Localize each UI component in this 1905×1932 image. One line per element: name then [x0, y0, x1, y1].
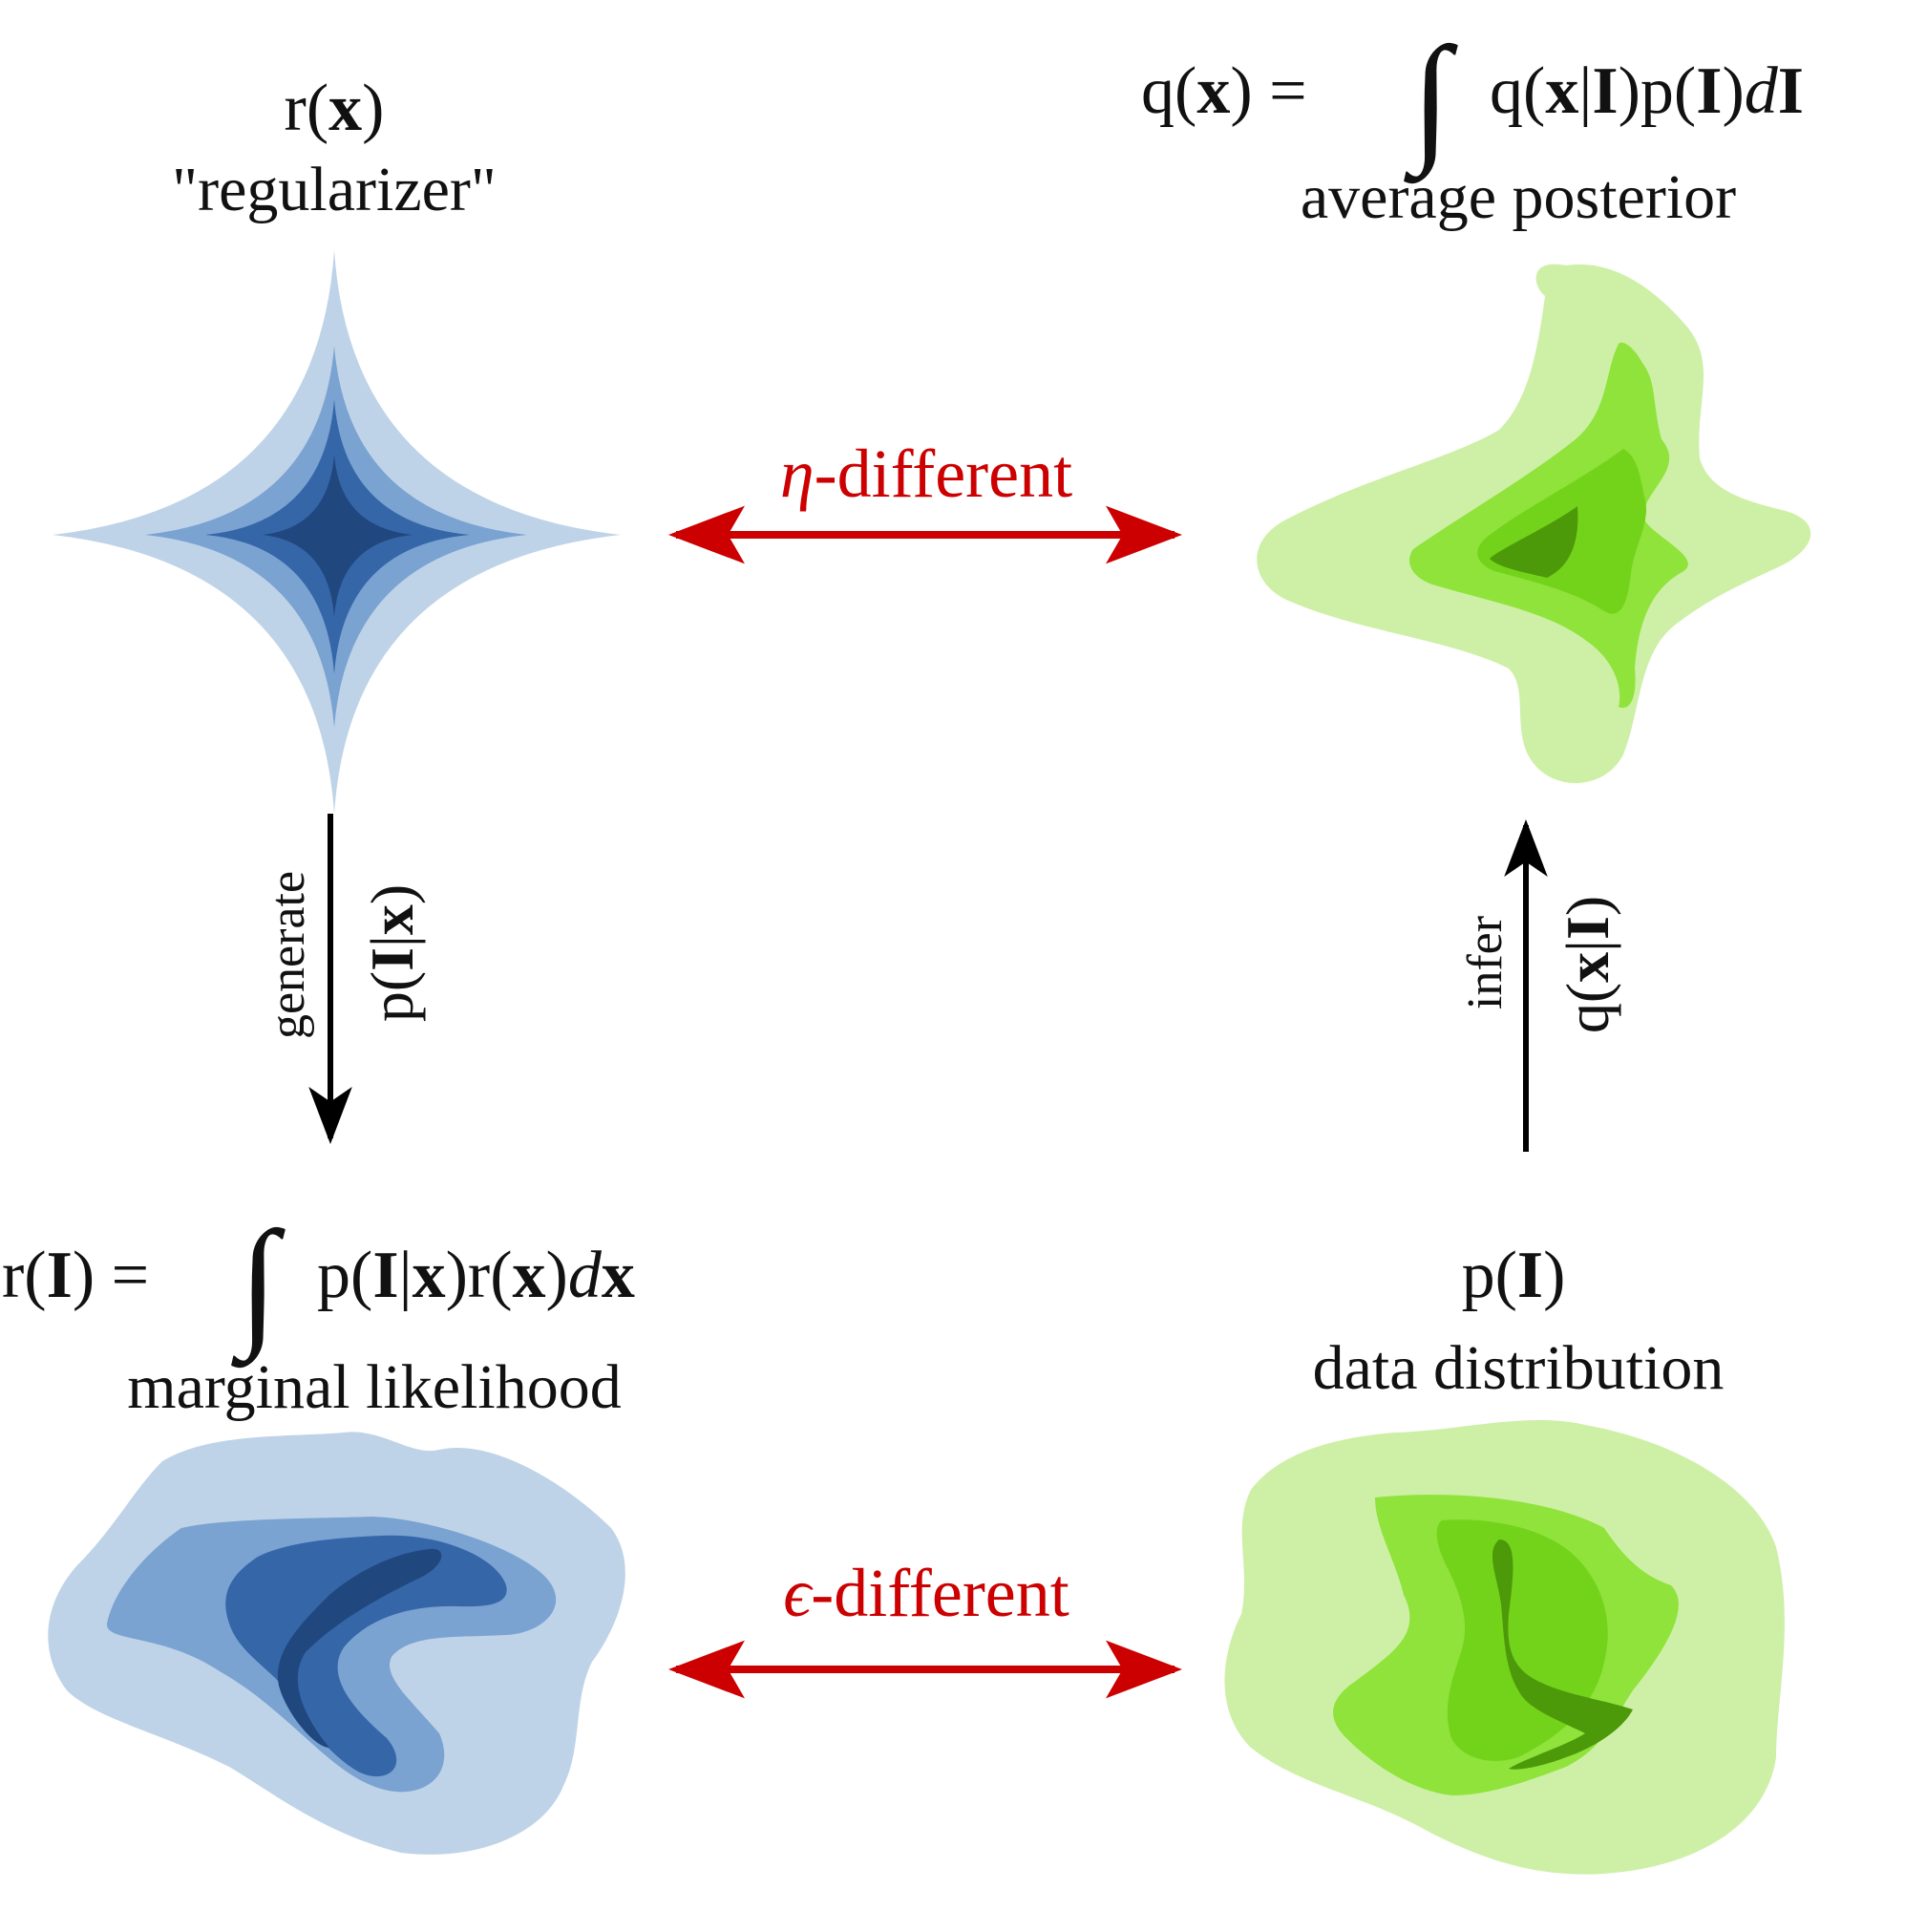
eta-different-label: η-different	[780, 435, 1072, 512]
formula-part: I	[1592, 54, 1618, 128]
formula-part: |	[1578, 54, 1592, 128]
formula-part: q(	[1490, 54, 1545, 128]
marginal-likelihood-contour-3	[225, 1535, 507, 1777]
formula-part: x	[602, 1239, 635, 1312]
data-distribution-contour-inner	[1492, 1539, 1633, 1770]
formula-part: )	[1722, 54, 1744, 128]
average-posterior-contour-inner	[1490, 506, 1578, 578]
svg-text:p(I|x)r(x)dx: p(I|x)r(x)dx	[317, 1239, 635, 1312]
average-posterior-density-contours	[1257, 264, 1811, 783]
regularizer-formula: r(x)	[285, 72, 385, 145]
marginal-likelihood-density-contours	[48, 1432, 625, 1855]
marginal-likelihood-contour-inner	[277, 1548, 442, 1748]
formula-part: d	[568, 1239, 603, 1312]
formula-part: x	[513, 1239, 546, 1312]
marginal-likelihood-caption: marginal likelihood	[127, 1352, 622, 1422]
formula-part: p(	[317, 1239, 372, 1312]
regularizer-caption: "regularizer"	[172, 155, 497, 224]
average-posterior-caption: average posterior	[1301, 162, 1736, 232]
svg-text:q(x|I)p(I)dI: q(x|I)p(I)dI	[1490, 54, 1804, 128]
formula-part: x	[1545, 54, 1578, 128]
infer-label: infer	[1458, 916, 1513, 1009]
formula-part: I	[1696, 54, 1722, 128]
svg-text:∫: ∫	[1404, 18, 1458, 184]
generate-label: generate	[261, 871, 315, 1039]
data-distribution-formula: p(I)	[1462, 1239, 1566, 1312]
infer-formula: q(x|I)	[1554, 896, 1621, 1033]
svg-text:r(I) =: r(I) =	[2, 1239, 149, 1312]
formula-part: )p(	[1619, 54, 1697, 128]
svg-text:p(I): p(I)	[1462, 1239, 1566, 1312]
regularizer-contour-inner	[263, 455, 413, 617]
formula-part: )r(	[446, 1239, 513, 1312]
generate-formula: p(I|x)	[358, 884, 426, 1022]
formula-part: x	[413, 1239, 446, 1312]
average-posterior-formula: q(x) = ∫ q(x|I)p(I)dI	[1141, 18, 1804, 184]
svg-text:∫: ∫	[231, 1202, 286, 1369]
formula-part: I	[372, 1239, 398, 1312]
svg-text:q(x) =: q(x) =	[1141, 54, 1307, 128]
regularizer-density-contours	[53, 250, 621, 814]
data-distribution-caption: data distribution	[1313, 1333, 1725, 1403]
formula-part: |	[399, 1239, 413, 1312]
marginal-likelihood-formula: r(I) = ∫ p(I|x)r(x)dx	[2, 1202, 635, 1369]
data-distribution-density-contours	[1224, 1420, 1785, 1875]
formula-part: I	[1778, 54, 1804, 128]
formula-part: )	[546, 1239, 568, 1312]
formula-part: d	[1745, 54, 1779, 128]
epsilon-different-label: ϵ-different	[783, 1555, 1069, 1631]
